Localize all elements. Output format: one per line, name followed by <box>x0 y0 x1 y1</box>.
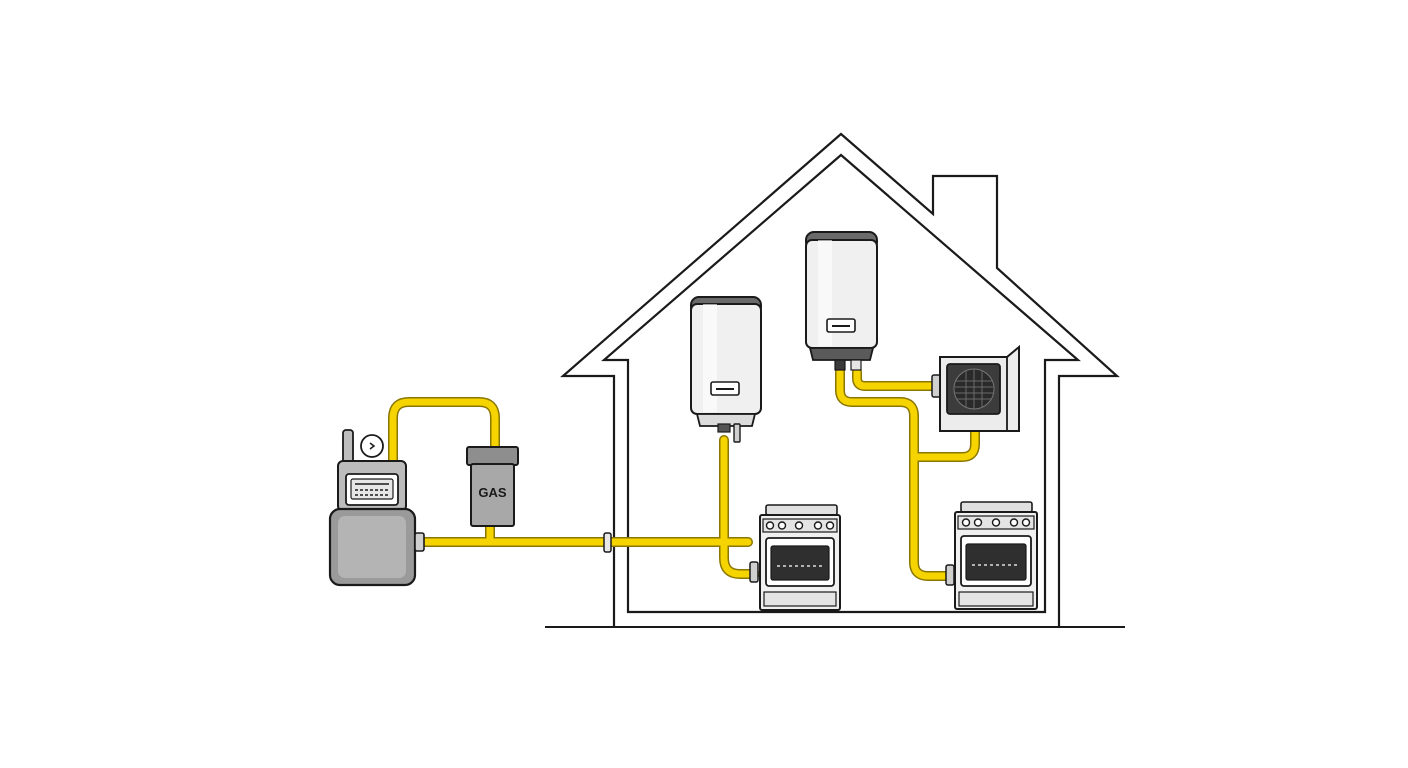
gas-meter-icon <box>328 429 425 587</box>
water-heater-icon <box>805 231 878 371</box>
wall-pipe-fitting <box>603 532 612 553</box>
gas-regulator-icon: GAS <box>466 446 519 527</box>
water-heater-icon <box>690 296 762 443</box>
gas-stove-icon <box>945 501 1038 610</box>
gas-pipes <box>388 367 980 581</box>
house-outline <box>560 132 1120 627</box>
furnace-icon <box>931 344 1020 432</box>
gas-regulator-label: GAS <box>478 485 507 500</box>
gas-stove-icon <box>749 504 841 611</box>
